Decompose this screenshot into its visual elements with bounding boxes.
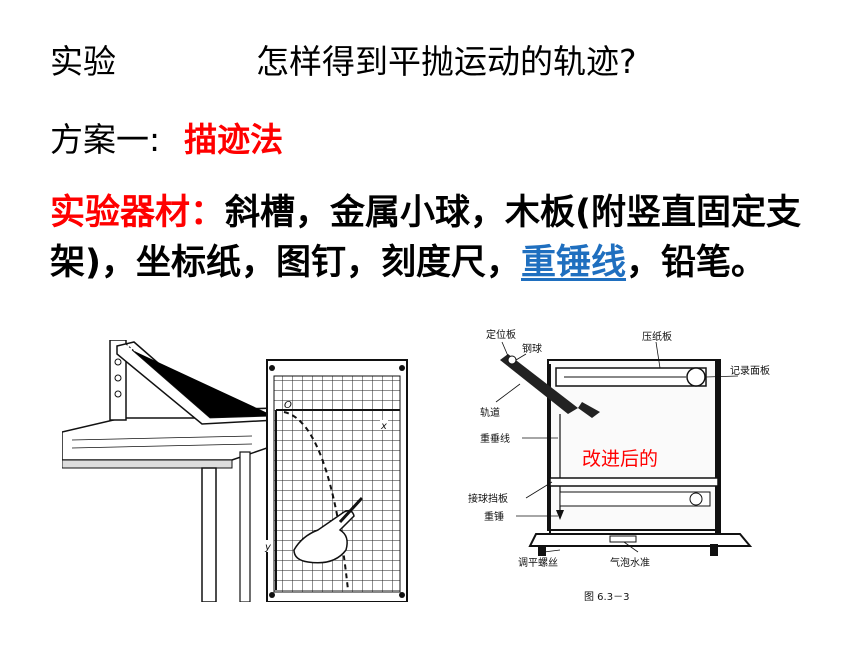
improved-note: 改进后的 — [582, 448, 659, 470]
track-rail — [500, 354, 578, 414]
improved-apparatus-figure: 定位板 钢球 压纸板 记录面板 轨道 重垂线 接球挡板 重锤 调平螺丝 气泡水准… — [468, 328, 770, 603]
plan-method: 描迹法 — [184, 120, 284, 159]
experiment-question: 怎样得到平抛运动的轨迹? — [256, 42, 637, 81]
table-top — [62, 417, 268, 461]
y-axis-label: y — [264, 542, 272, 553]
table-leg — [201, 467, 217, 602]
label-bubble-level: 气泡水准 — [610, 556, 650, 569]
materials-items-part2: ，铅笔。 — [626, 243, 767, 283]
experiment-label: 实验 — [50, 42, 116, 81]
label-plumb-weight: 重锤 — [484, 510, 504, 523]
label-track: 轨道 — [480, 406, 500, 419]
label-positioning-board: 定位板 — [486, 328, 516, 341]
plan-line: 方案一: 描迹法 — [50, 118, 283, 162]
label-steel-ball: 钢球 — [522, 342, 542, 355]
label-leveling-screw: 调平螺丝 — [518, 557, 558, 569]
experiment-heading: 实验 怎样得到平抛运动的轨迹? — [50, 40, 637, 84]
materials-paragraph: 实验器材：斜槽，金属小球，木板(附竖直固定支架)，坐标纸，图钉，刻度尺，重锤线，… — [50, 188, 840, 288]
chute-apparatus-figure: O x y — [62, 340, 408, 602]
x-axis-label: x — [380, 421, 387, 432]
hand-with-pencil — [293, 509, 355, 564]
label-catch-board: 接球挡板 — [468, 492, 508, 505]
materials-label: 实验器材： — [50, 193, 226, 233]
origin-label: O — [284, 400, 292, 411]
materials-highlight: 重锤线 — [521, 243, 627, 283]
catch-board — [549, 477, 719, 487]
label-record-board: 记录面板 — [730, 364, 770, 377]
apparatus-base — [528, 533, 753, 547]
label-plumb-line: 重垂线 — [480, 432, 510, 445]
materials-items-part1: 斜槽，金属小球，木板(附竖直固定支架)，坐标纸，图钉，刻度尺， — [50, 193, 802, 283]
figure-number: 图 6.3－3 — [584, 591, 629, 603]
chute-stand — [109, 340, 127, 421]
label-press-board: 压纸板 — [642, 330, 672, 343]
plan-label: 方案一: — [50, 120, 161, 159]
